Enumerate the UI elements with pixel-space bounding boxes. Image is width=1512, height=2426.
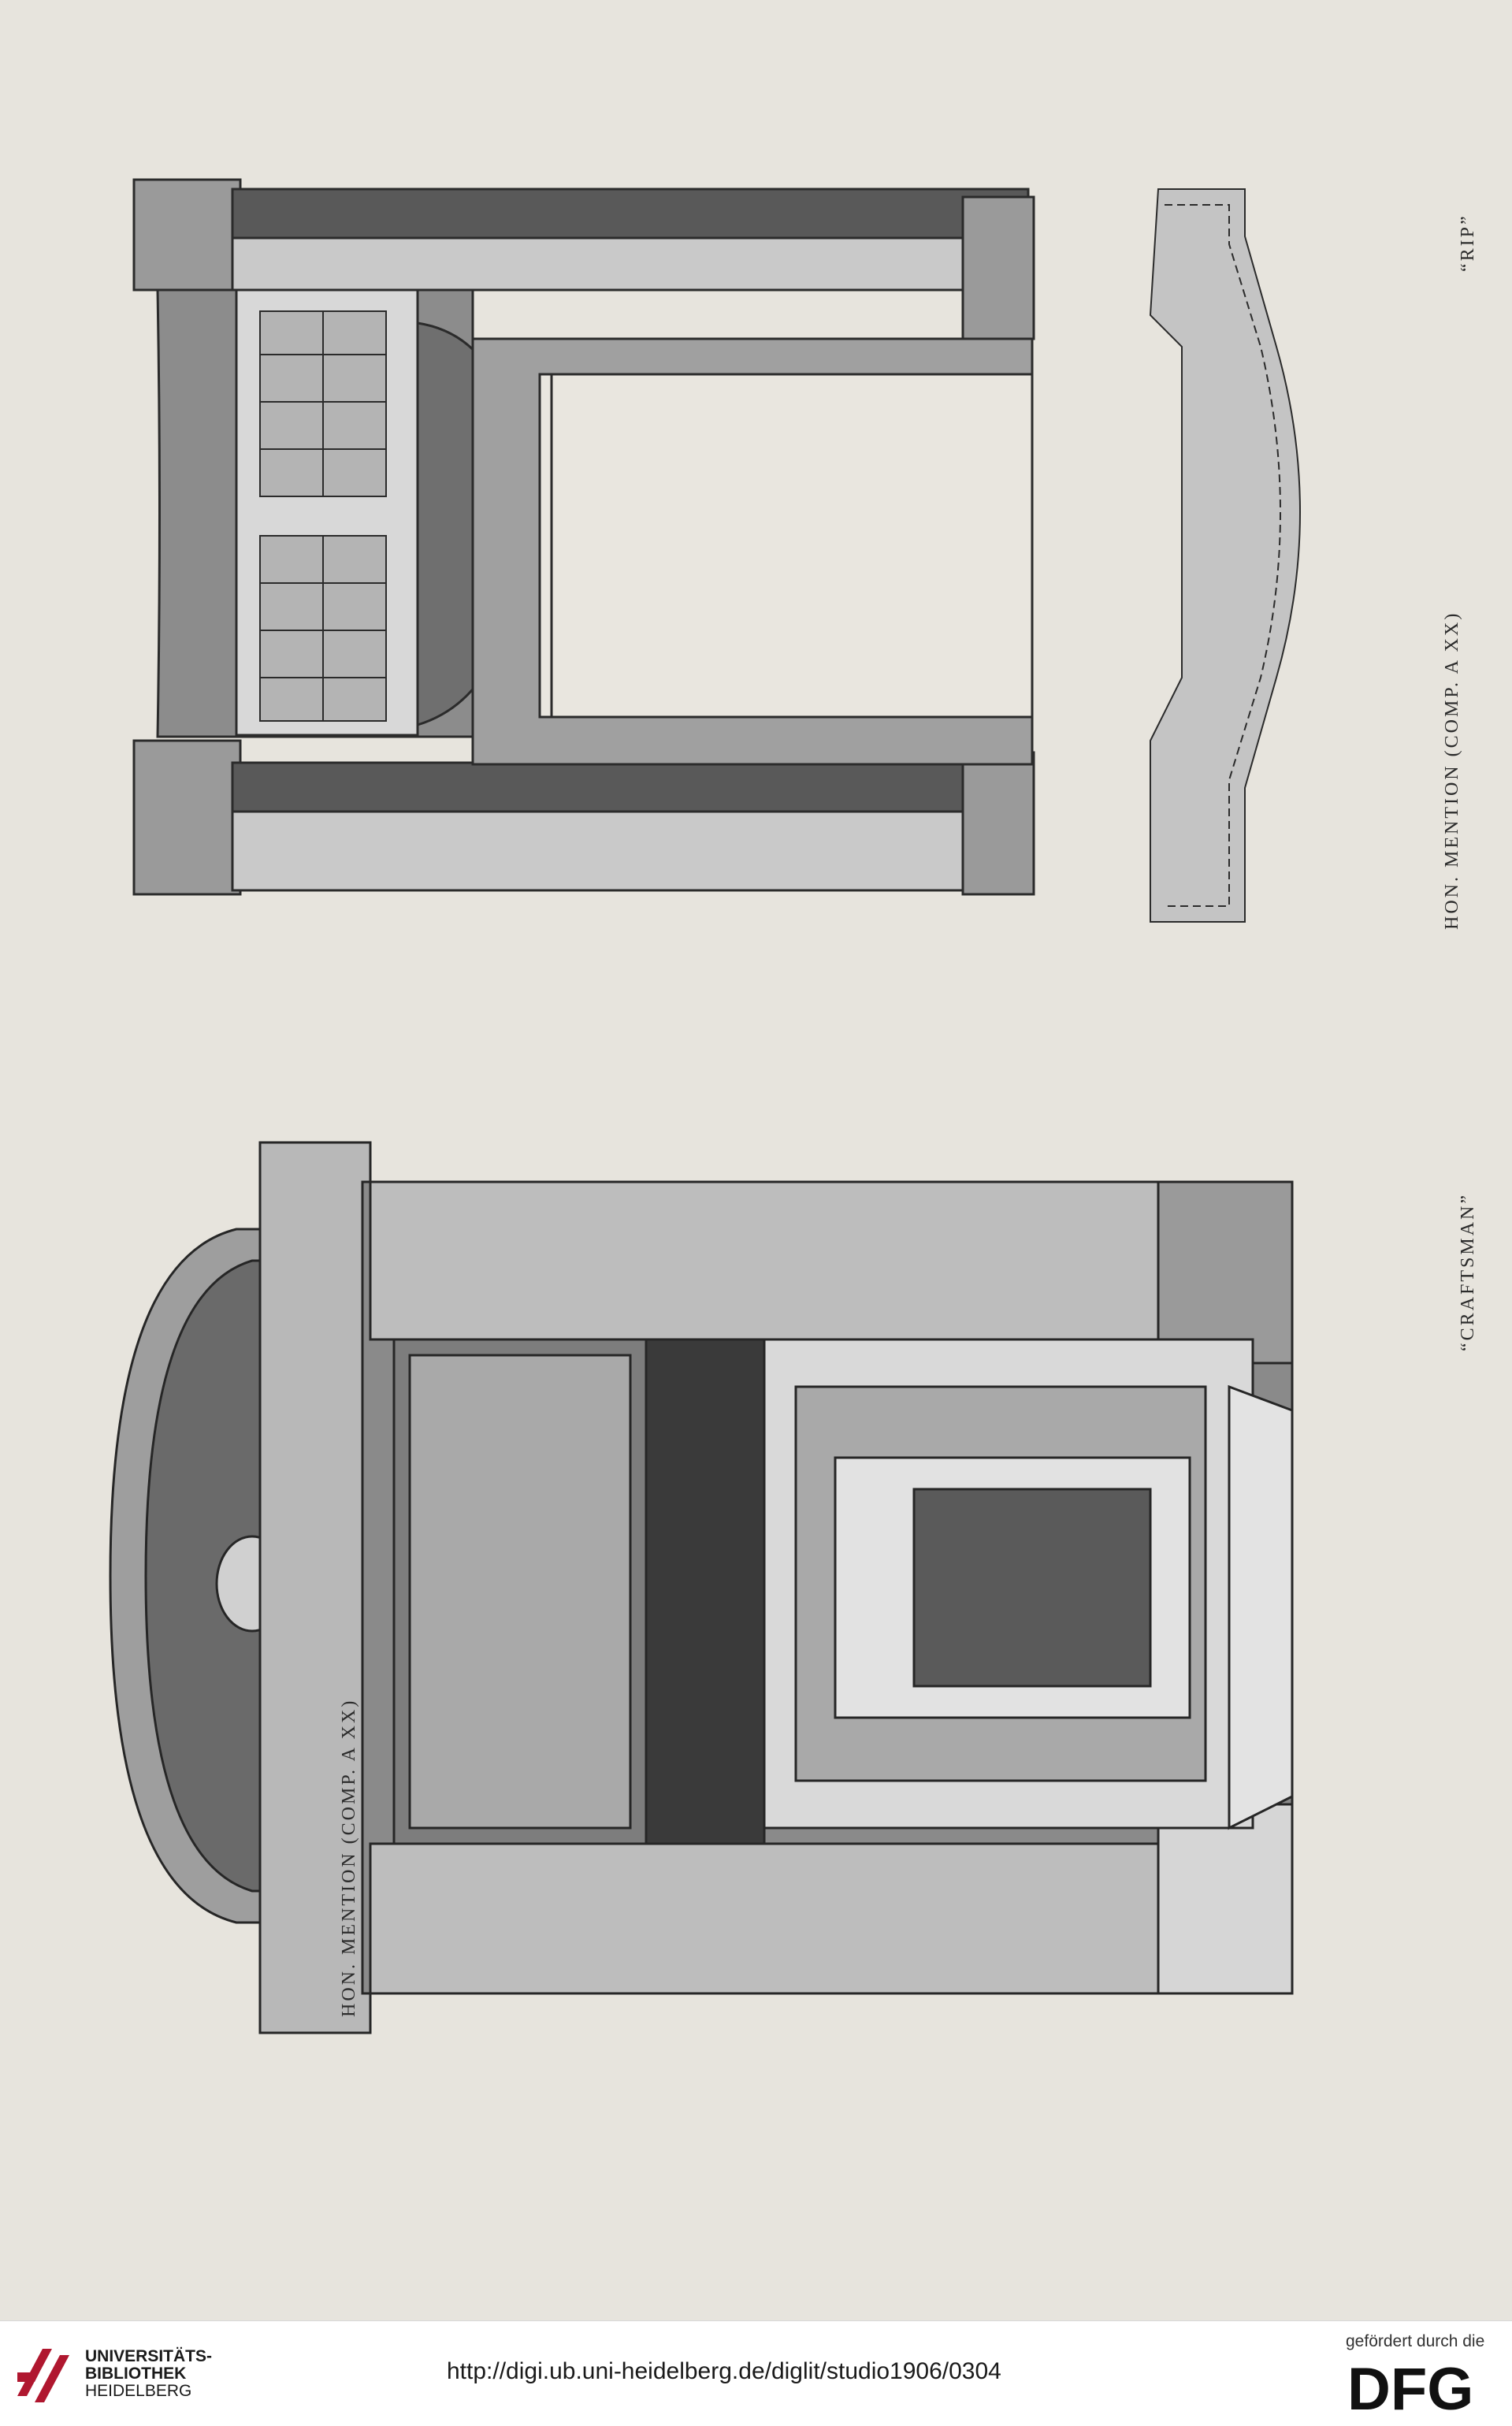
funding-note: gefördert durch die [1346, 2332, 1485, 2350]
library-name: UNIVERSITÄTS- BIBLIOTHEK HEIDELBERG [85, 2348, 212, 2400]
library-name-line2: BIBLIOTHEK [85, 2365, 187, 2383]
permalink-url[interactable]: http://digi.ub.uni-heidelberg.de/diglit/… [447, 2358, 1001, 2384]
university-library-logo-icon [11, 2341, 79, 2409]
caption-left-hon-mention: HON. MENTION (COMP. A XX) [339, 1698, 359, 2017]
caption-right-hon-mention: HON. MENTION (COMP. A XX) [1442, 611, 1462, 930]
illustration-rip-chimneypiece [132, 178, 1301, 923]
library-name-line3: HEIDELBERG [85, 2382, 192, 2400]
scanned-page: HON. MENTION (COMP. A XX) “CRAFTSMAN” HO… [109, 178, 1478, 2034]
library-name-line1: UNIVERSITÄTS- [85, 2347, 213, 2365]
dfg-logo-text: DFG [1347, 2359, 1473, 2416]
illustration-craftsman-chimneypiece [109, 1141, 1294, 2034]
caption-rip: “RIP” [1458, 214, 1478, 272]
digitization-footer: UNIVERSITÄTS- BIBLIOTHEK HEIDELBERG http… [0, 2320, 1512, 2426]
caption-craftsman: “CRAFTSMAN” [1458, 1192, 1478, 1351]
dfg-logo-icon: DFG [1347, 2359, 1473, 2416]
